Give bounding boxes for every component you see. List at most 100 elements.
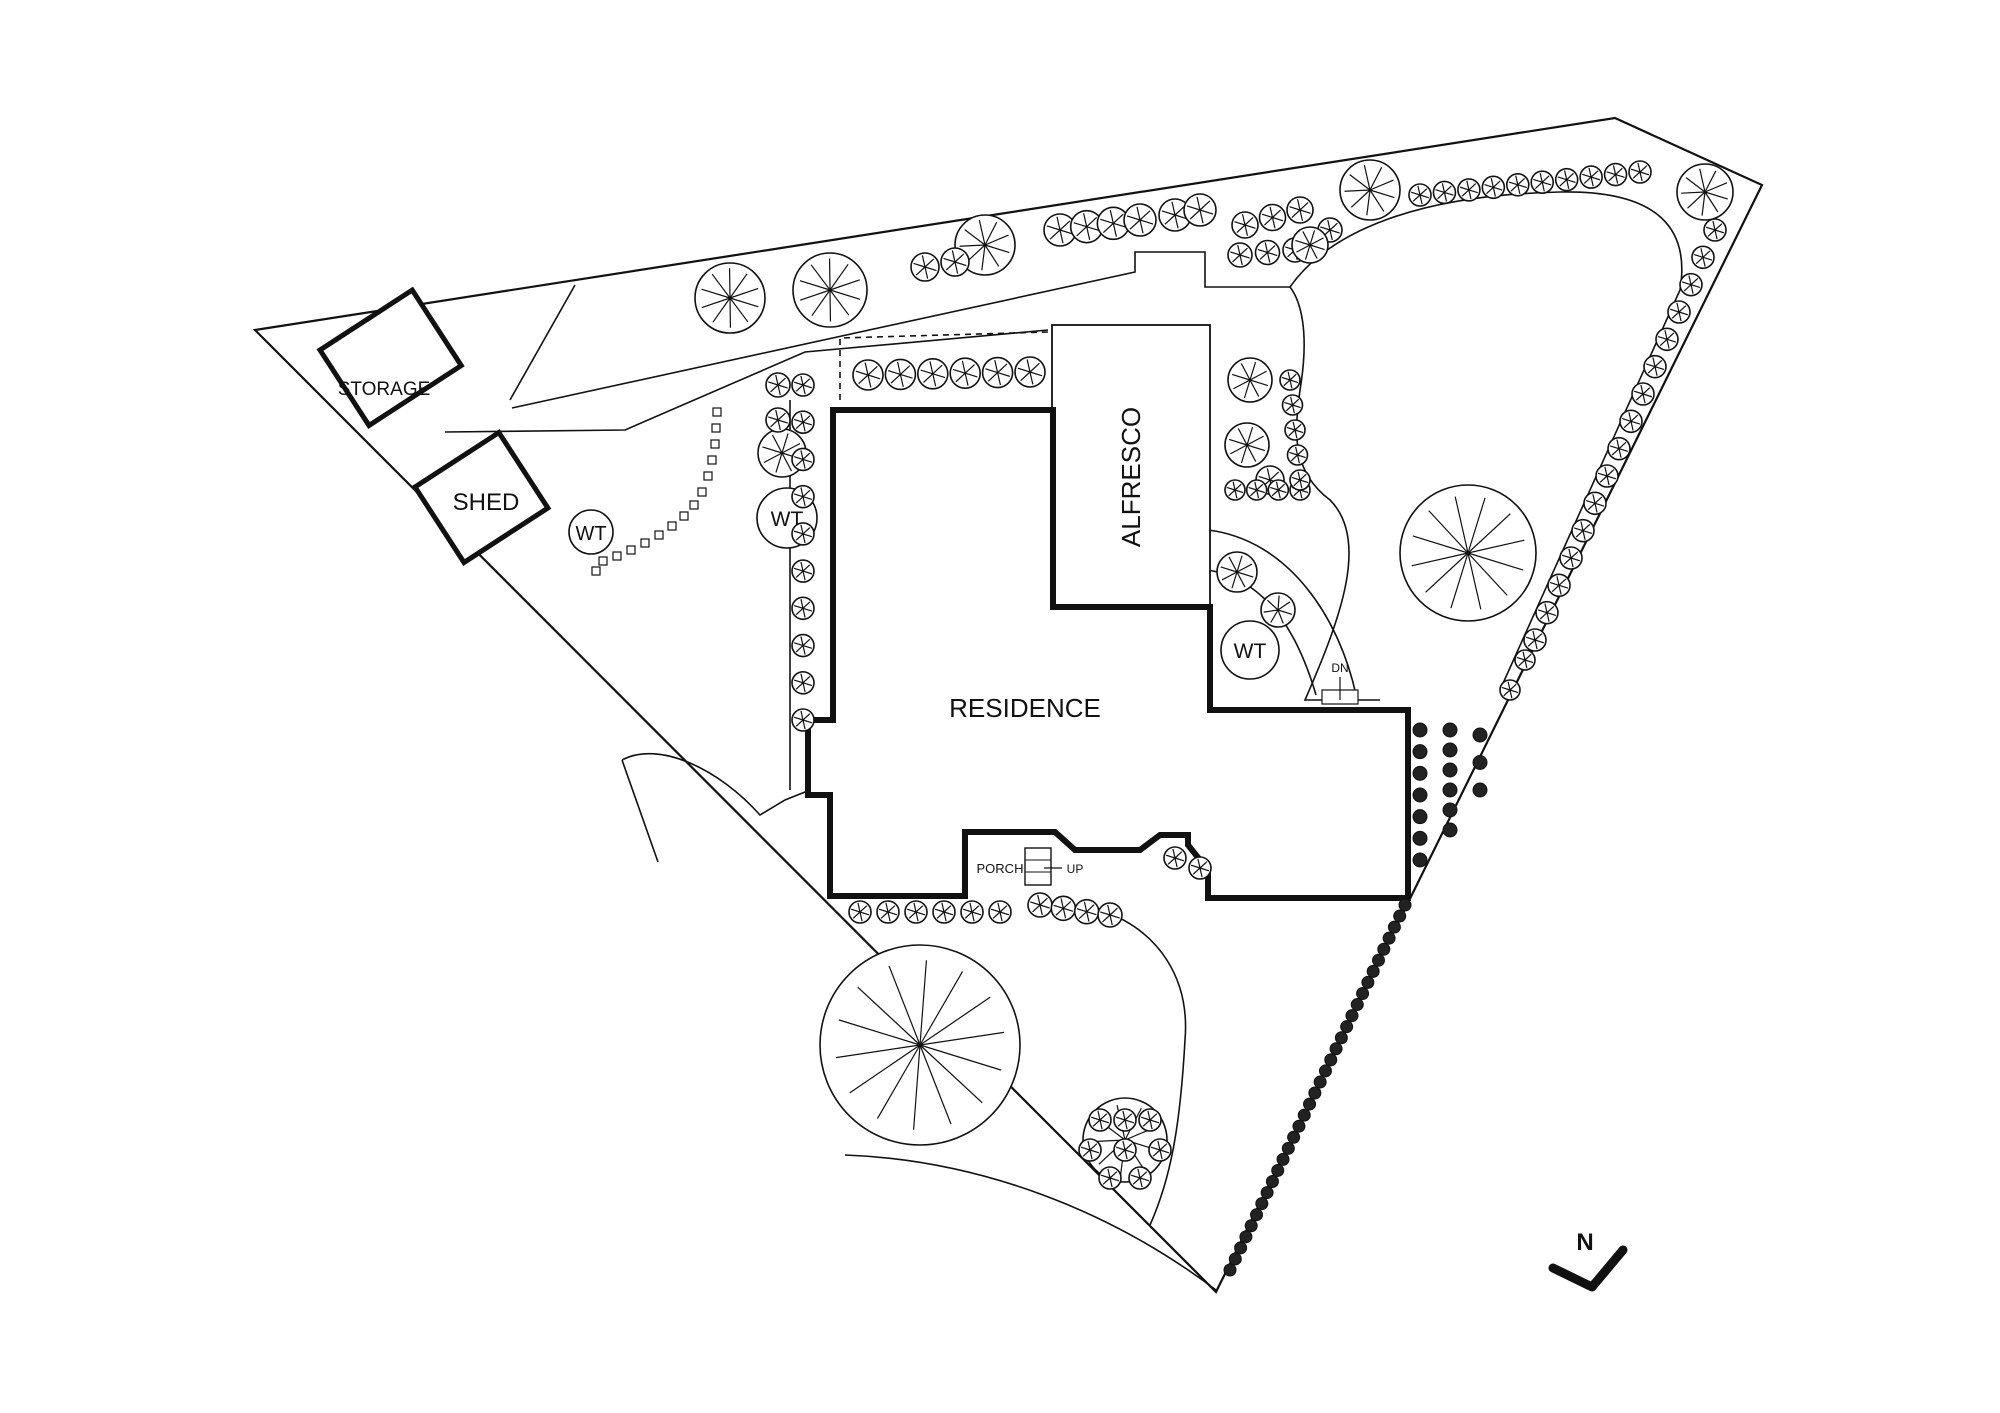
- plant-branch: [1291, 476, 1301, 481]
- stepping-stone: [710, 439, 720, 449]
- plant-branch: [802, 719, 813, 724]
- plant-branch: [1642, 393, 1646, 404]
- plant-branch: [1293, 489, 1301, 497]
- shrub-icon: [1667, 300, 1691, 324]
- plant-branch: [1344, 189, 1371, 192]
- plant-branch: [1510, 184, 1519, 192]
- plant-branch: [802, 713, 811, 721]
- tree-icon: [1399, 484, 1537, 622]
- shrub-icon: [1014, 356, 1046, 388]
- plant-branch: [1076, 226, 1088, 237]
- plant-branch: [1189, 209, 1201, 220]
- south-bed-curve: [1099, 909, 1187, 1226]
- hedge-shrub-icon: [1318, 1064, 1332, 1078]
- shrub-icon: [1679, 272, 1703, 297]
- plant-branch: [1640, 384, 1644, 395]
- dashed-garden-edge: [839, 331, 1049, 400]
- plant-branch: [1664, 330, 1668, 340]
- plant-branch: [1292, 398, 1300, 406]
- plant-branch: [1246, 435, 1264, 446]
- plant-branch: [1277, 609, 1292, 615]
- shrub-icon: [765, 372, 791, 398]
- plant-branch: [1199, 200, 1211, 211]
- plant-branch: [1509, 689, 1513, 699]
- plant-branch: [978, 220, 986, 246]
- plant-branch: [1086, 904, 1095, 913]
- shrub-icon: [1069, 209, 1104, 244]
- shrub-icon: [1078, 1138, 1102, 1162]
- plant-branch: [1109, 1177, 1120, 1182]
- plant-branch: [1161, 210, 1176, 216]
- plant-branch: [712, 297, 731, 323]
- plant-branch: [1236, 563, 1253, 573]
- shrub-icon: [1284, 419, 1306, 441]
- plant-branch: [941, 902, 945, 913]
- plant-branch: [1030, 901, 1041, 906]
- shrub-icon: [852, 359, 884, 391]
- plant-branch: [1124, 1119, 1135, 1124]
- plant-branch: [890, 373, 901, 384]
- alfresco-label: ALFRESCO: [1116, 407, 1146, 547]
- plant-branch: [795, 682, 804, 690]
- plant-branch: [1086, 911, 1090, 922]
- plant-branch: [1645, 363, 1656, 368]
- plant-branch: [1186, 205, 1201, 211]
- plant-branch: [1524, 653, 1532, 661]
- plantings: [694, 159, 1734, 1277]
- plant-branch: [1233, 379, 1251, 390]
- plant-branch: [1590, 170, 1599, 178]
- hedge-shrub-icon: [1276, 1152, 1290, 1166]
- plant-branch: [1172, 848, 1176, 859]
- hedge-shrub-icon: [1239, 1230, 1253, 1244]
- shrub-icon: [1096, 206, 1131, 241]
- plant-branch: [1294, 429, 1304, 434]
- plant-branch: [1082, 1149, 1091, 1157]
- plant-branch: [802, 459, 806, 469]
- plant-branch: [852, 911, 861, 919]
- plant-branch: [1039, 904, 1050, 909]
- stepping-stone: [689, 500, 699, 510]
- plant-branch: [800, 561, 804, 572]
- plant-branch: [800, 412, 804, 423]
- plant-branch: [992, 911, 1001, 919]
- plant-branch: [1289, 379, 1299, 384]
- hedge-shrub-icon: [1250, 1208, 1264, 1222]
- plant-branch: [1167, 857, 1176, 865]
- plant-branch: [1599, 475, 1608, 483]
- plant-branch: [802, 415, 811, 423]
- plant-branch: [802, 570, 806, 581]
- hedge-shrub-icon: [1324, 1053, 1338, 1067]
- plant-branch: [1707, 229, 1716, 237]
- water-tank-3-label: WT: [1234, 640, 1267, 663]
- plant-branch: [997, 372, 1010, 377]
- plant-branch: [880, 911, 889, 919]
- plant-branch: [1556, 576, 1560, 586]
- plant-branch: [1263, 217, 1273, 226]
- stepping-stone: [667, 521, 677, 531]
- plant-branch: [1089, 1143, 1098, 1151]
- plant-branch: [771, 434, 783, 454]
- plant-branch: [1283, 379, 1291, 387]
- plant-branch: [1117, 1119, 1126, 1127]
- plant-branch: [1190, 864, 1201, 869]
- plant-branch: [1350, 189, 1371, 208]
- plant-branch: [1232, 481, 1236, 491]
- plant-branch: [1199, 209, 1214, 215]
- plant-branch: [906, 908, 917, 913]
- plant-branch: [1249, 379, 1269, 387]
- plant-branch: [1112, 223, 1117, 237]
- plant-branch: [1112, 213, 1124, 224]
- plant-branch: [999, 905, 1008, 913]
- plant-branch: [1294, 429, 1298, 439]
- shrub-icon: [1123, 203, 1157, 237]
- plant-branch: [1604, 466, 1608, 477]
- plant-branch: [793, 716, 804, 721]
- plant-branch: [1142, 1119, 1151, 1127]
- plant-branch: [1630, 168, 1641, 173]
- plant-branch: [943, 257, 956, 263]
- plant-branch: [1122, 1110, 1126, 1121]
- plant-branch: [1669, 308, 1680, 313]
- water-tank-1: [568, 509, 614, 555]
- plant-branch: [915, 905, 924, 913]
- plant-branch: [1654, 366, 1665, 371]
